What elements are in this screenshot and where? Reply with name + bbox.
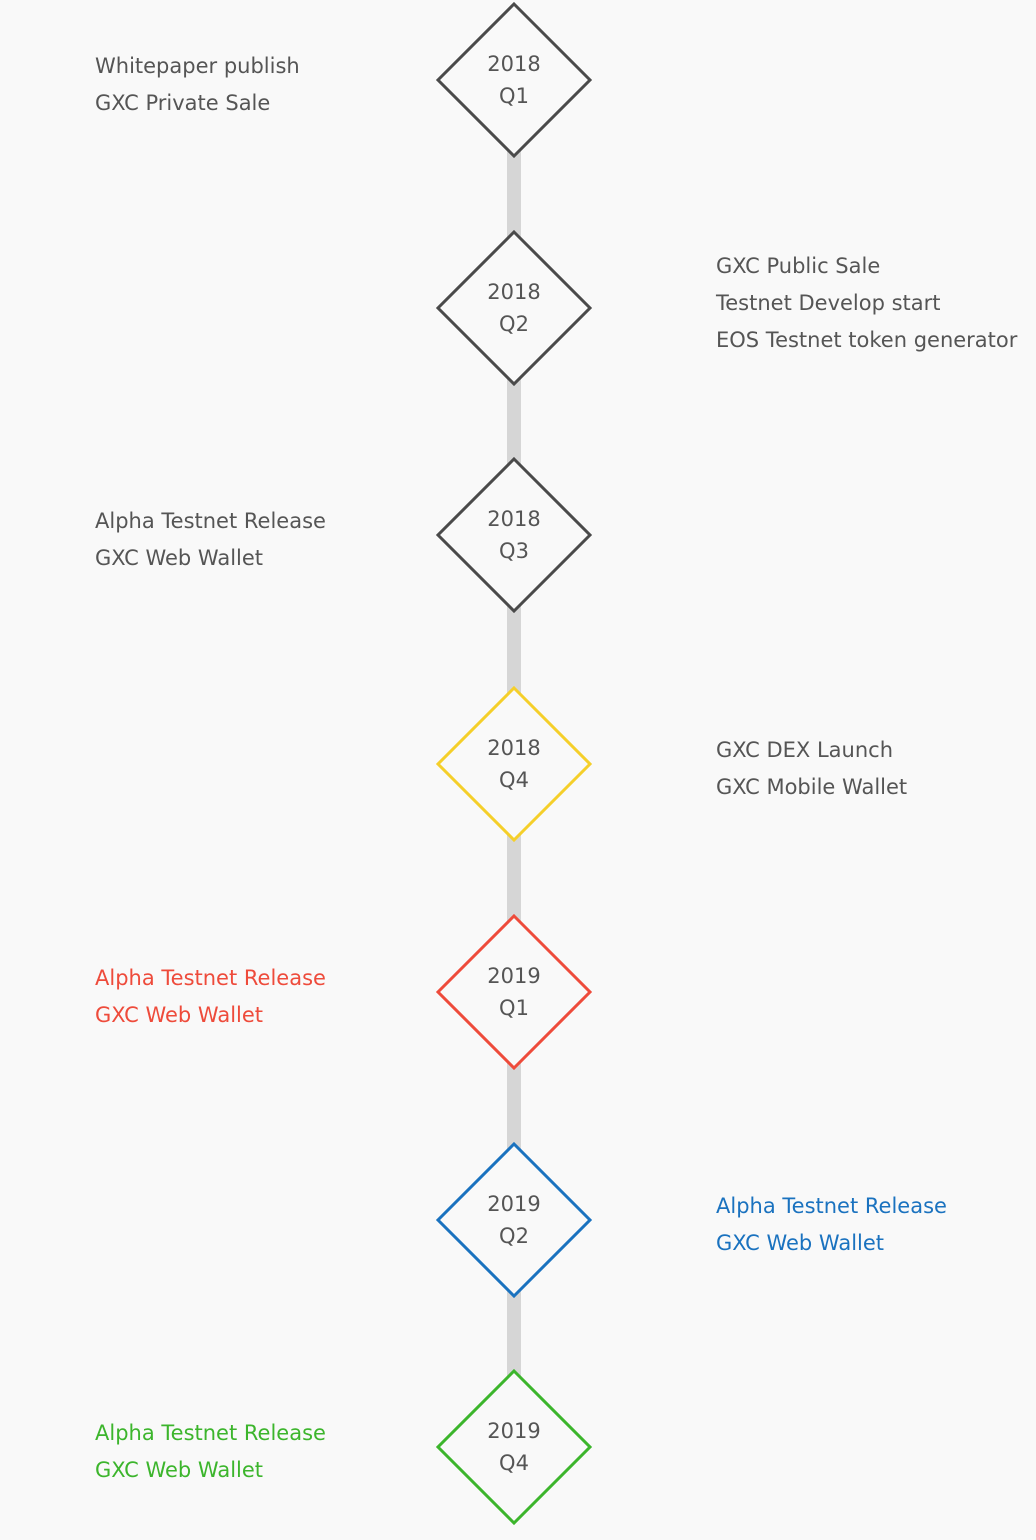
milestone-item: Alpha Testnet Release xyxy=(716,1194,947,1218)
milestone-quarter: Q2 xyxy=(499,1224,529,1248)
milestone-item: GXC Mobile Wallet xyxy=(716,775,908,799)
milestone-quarter: Q4 xyxy=(499,1451,529,1475)
milestone-item: Alpha Testnet Release xyxy=(95,966,326,990)
milestone-quarter: Q1 xyxy=(499,84,529,108)
diamond-outline xyxy=(436,914,592,1070)
milestone-year: 2018 xyxy=(487,507,541,531)
milestone-item: EOS Testnet token generator xyxy=(716,328,1018,352)
diamond-shape xyxy=(436,1369,592,1525)
diamond-shape xyxy=(436,914,592,1070)
milestone-year: 2018 xyxy=(487,736,541,760)
diamond-outline xyxy=(436,686,592,842)
diamond-shape xyxy=(436,2,592,158)
diamond-outline xyxy=(436,1369,592,1525)
milestone-year: 2019 xyxy=(487,1192,541,1216)
milestone-item: GXC Web Wallet xyxy=(716,1231,885,1255)
milestone-item: GXC Web Wallet xyxy=(95,546,264,570)
milestone-item: Testnet Develop start xyxy=(716,291,941,315)
milestone-item: GXC Web Wallet xyxy=(95,1458,264,1482)
diamond-shape xyxy=(436,230,592,386)
milestone-quarter: Q2 xyxy=(499,312,529,336)
milestone-item: GXC Public Sale xyxy=(716,254,881,278)
milestone-year: 2019 xyxy=(487,1419,541,1443)
milestone-item: Whitepaper publish xyxy=(95,54,300,78)
diamond-shape xyxy=(436,457,592,613)
milestone-item: GXC Web Wallet xyxy=(95,1003,264,1027)
milestone-quarter: Q4 xyxy=(499,768,529,792)
milestone-quarter: Q3 xyxy=(499,539,529,563)
milestone-year: 2018 xyxy=(487,280,541,304)
diamond-shape xyxy=(436,686,592,842)
milestone-quarter: Q1 xyxy=(499,996,529,1020)
diamond-outline xyxy=(436,457,592,613)
milestone-year: 2019 xyxy=(487,964,541,988)
diamond-outline xyxy=(436,230,592,386)
diamond-outline xyxy=(436,1142,592,1298)
diamond-shape xyxy=(436,1142,592,1298)
milestone-item: GXC DEX Launch xyxy=(716,738,894,762)
milestone-item: Alpha Testnet Release xyxy=(95,1421,326,1445)
diamond-outline xyxy=(436,2,592,158)
milestone-item: Alpha Testnet Release xyxy=(95,509,326,533)
milestone-year: 2018 xyxy=(487,52,541,76)
milestone-item: GXC Private Sale xyxy=(95,91,271,115)
